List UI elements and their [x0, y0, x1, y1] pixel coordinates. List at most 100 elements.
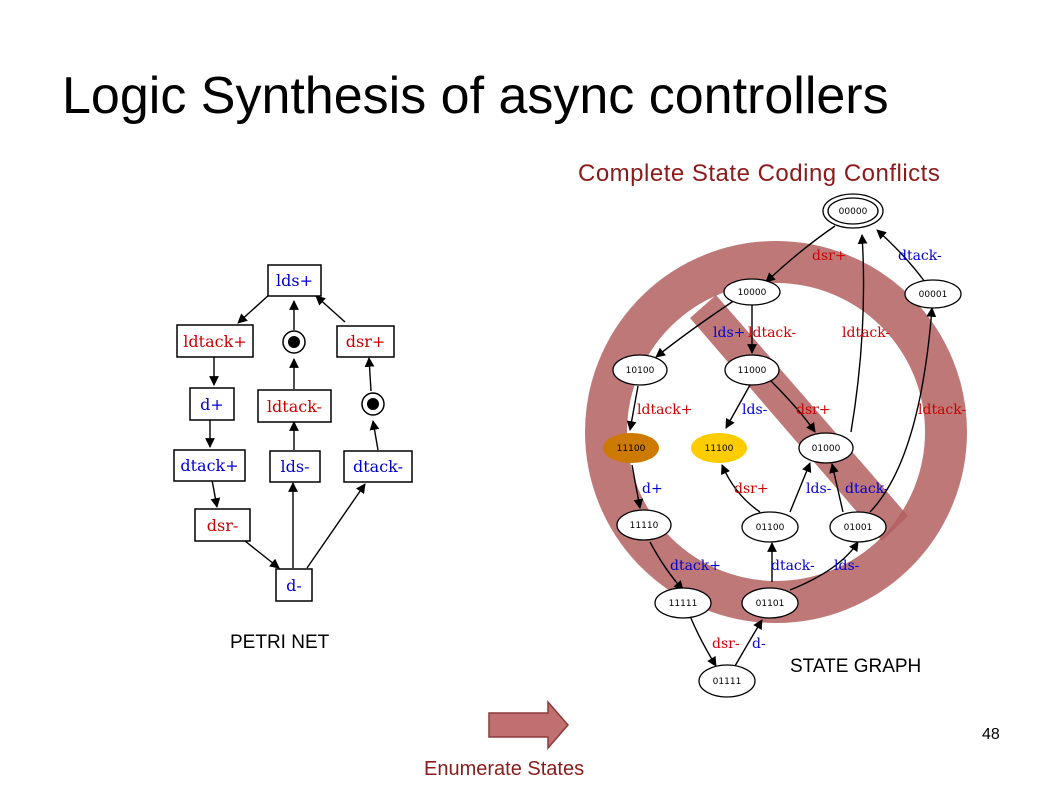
state-01101: 01101 — [741, 587, 799, 619]
arc-d-minus-dtack-minus — [306, 483, 366, 569]
edge-label: dsr- — [712, 636, 740, 652]
enumerate-states-caption: Enumerate States — [424, 758, 585, 780]
edge-label: dtack- — [898, 248, 942, 264]
arc-place-dsr-plus — [364, 357, 375, 392]
transition-dtack-minus-label: dtack- — [353, 457, 403, 476]
edge-10000-10100 — [655, 299, 736, 358]
transition-lds-plus-label: lds+ — [276, 271, 313, 290]
transition-dsr-minus-label: dsr- — [207, 516, 239, 535]
arc-dtack-minus-place — [369, 420, 380, 451]
place-marked-2 — [361, 392, 385, 416]
state-label: 00001 — [919, 290, 948, 300]
arc-lds-plus-ldtack-plus — [237, 293, 271, 324]
edge-01111-01101 — [734, 619, 763, 667]
edge-label: d- — [752, 636, 766, 652]
transition-ldtack-minus: ldtack- — [257, 389, 332, 423]
state-label: 10100 — [626, 366, 655, 376]
enumerate-arrow-icon — [488, 699, 569, 751]
state-label: 01111 — [713, 677, 742, 687]
edge-label: lds- — [742, 402, 768, 418]
edge-01100-11100 — [721, 464, 761, 513]
edge-11110-11111 — [649, 541, 684, 591]
edge-label: dtack- — [771, 558, 815, 574]
edge-label: dsr+ — [812, 248, 847, 264]
state-01001: 01001 — [829, 511, 887, 543]
token — [288, 336, 300, 348]
prohibition-icon — [585, 241, 967, 623]
state-label: 01001 — [844, 523, 873, 533]
state-label: 01000 — [812, 444, 841, 454]
state-11000: 11000 — [724, 354, 780, 386]
token — [367, 398, 379, 410]
transition-lds-minus: lds- — [269, 450, 321, 483]
transition-ldtack-plus-label: ldtack+ — [183, 332, 246, 351]
edge-label: lds+ — [713, 325, 745, 341]
edge-label: dtack+ — [670, 558, 721, 574]
transition-dtack-minus: dtack- — [343, 450, 413, 483]
edge-label: ldtack- — [918, 402, 966, 418]
state-label: 10000 — [738, 288, 767, 298]
state-label: 11100 — [705, 444, 734, 454]
transition-ldtack-minus-label: ldtack- — [267, 397, 322, 416]
state-00001: 00001 — [904, 279, 962, 309]
arc-dsr-plus-lds-plus — [315, 295, 346, 323]
edge-01000-00000 — [850, 234, 868, 433]
page-number: 48 — [982, 726, 1000, 743]
edge-01001-01000 — [829, 463, 844, 513]
state-11110: 11110 — [616, 509, 672, 541]
edge-01101-01001 — [789, 541, 859, 591]
edge-label: lds- — [806, 481, 832, 497]
edge-11111-01111 — [689, 615, 717, 667]
edge-label: ldtack- — [842, 325, 890, 341]
state-label: 00000 — [839, 207, 868, 217]
transition-d-minus: d- — [275, 568, 313, 602]
state-00000: 00000 — [822, 193, 884, 229]
state-01000: 01000 — [798, 432, 854, 464]
edge-label: lds- — [834, 558, 860, 574]
state-label: 11111 — [669, 599, 698, 609]
edge-01100-01000 — [789, 462, 812, 513]
petri-net-caption: PETRI NET — [230, 632, 330, 653]
state-11111: 11111 — [654, 587, 712, 619]
transition-dsr-minus: dsr- — [194, 508, 251, 542]
edge-label: ldtack- — [748, 325, 796, 341]
transition-ldtack-plus: ldtack+ — [176, 324, 254, 358]
conflicts-subtitle: Complete State Coding Conflicts — [578, 160, 941, 187]
transition-lds-minus-label: lds- — [281, 457, 310, 476]
state-label: 11110 — [630, 521, 659, 531]
place-marked-1 — [282, 330, 306, 354]
edge-00000-10000 — [765, 225, 836, 283]
edge-01001-00001 — [869, 307, 937, 513]
edge-label: ldtack+ — [637, 402, 692, 418]
state-10100: 10100 — [612, 354, 668, 386]
edge-10100-11100 — [626, 385, 639, 431]
state-graph-caption: STATE GRAPH — [790, 656, 922, 677]
edge-00001-00000 — [876, 229, 926, 283]
arc-dsr-minus-d-minus — [244, 540, 280, 569]
state-label: 11100 — [617, 444, 646, 454]
edge-label: dsr+ — [734, 481, 769, 497]
edge-label: dtack- — [845, 481, 889, 497]
state-label: 01100 — [756, 523, 785, 533]
edge-11000-01000 — [769, 379, 816, 433]
state-01100: 01100 — [741, 511, 799, 543]
edge-11000-11100 — [725, 384, 751, 429]
state-01111: 01111 — [698, 664, 756, 698]
slide-title: Logic Synthesis of async controllers — [62, 67, 889, 125]
transition-d-plus-label: d+ — [200, 395, 224, 414]
state-11100-conflict-b: 11100 — [691, 433, 747, 463]
edge-11100-11110 — [631, 464, 644, 509]
state-10000: 10000 — [723, 278, 781, 306]
transition-dsr-plus-label: dsr+ — [346, 332, 386, 351]
transition-lds-plus: lds+ — [267, 264, 322, 297]
transition-d-plus: d+ — [189, 387, 235, 421]
transition-dsr-plus: dsr+ — [336, 325, 395, 358]
transition-dtack-plus-label: dtack+ — [180, 456, 238, 475]
edge-label: dsr+ — [796, 402, 831, 418]
state-label: 11000 — [738, 366, 767, 376]
state-11100-conflict-a: 11100 — [603, 433, 659, 463]
edge-label: d+ — [642, 481, 663, 497]
arc-dtack-plus-dsr-minus — [210, 479, 221, 508]
